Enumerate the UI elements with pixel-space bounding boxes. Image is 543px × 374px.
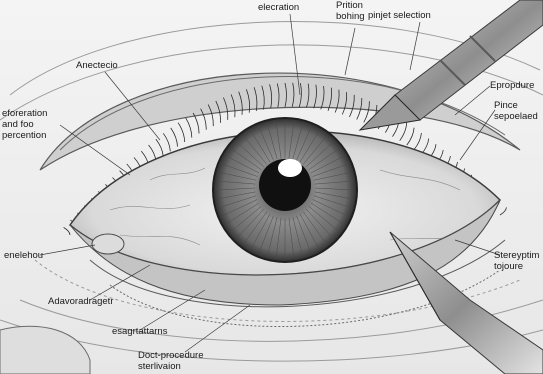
label-top-right: pinjet selection [368, 10, 431, 21]
label-upper-left: Anectecio [76, 60, 118, 71]
label-bottom-caption: Doct-procedure sterlivaion [138, 350, 203, 372]
label-left-mid: eforeration and foo percention [2, 108, 47, 141]
label-top-center: elecration [258, 2, 299, 13]
pupil-highlight [278, 159, 302, 177]
label-right-lower: Stereyptim tojoure [494, 250, 539, 272]
label-top-mid: Prition bohing [336, 0, 365, 22]
label-left-lower: enelehou [4, 250, 43, 261]
label-bottom-left: Adavoradragetr [48, 296, 113, 307]
tear-duct [92, 234, 124, 254]
label-bottom-mid: esagrtattarns [112, 326, 167, 337]
label-right-mid: Pince sepoelaed [494, 100, 538, 122]
label-right-upper: Epropdure [490, 80, 534, 91]
